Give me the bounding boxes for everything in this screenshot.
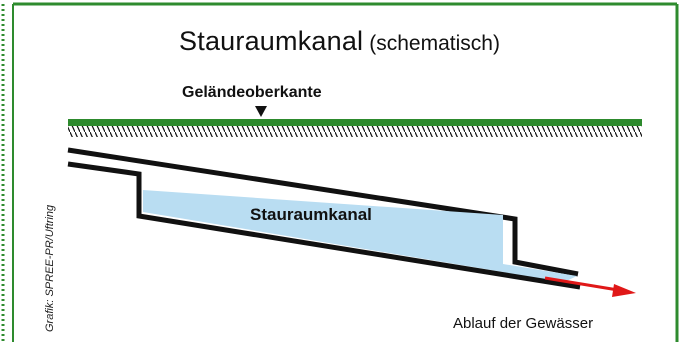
terrain-hatching — [68, 126, 642, 137]
diagram-title: Stauraumkanal(schematisch) — [0, 26, 679, 57]
terrain-surface-line — [68, 119, 642, 126]
title-subtitle: (schematisch) — [369, 32, 500, 55]
outflow-arrow-shaft — [544, 276, 619, 292]
title-main: Stauraumkanal — [179, 26, 364, 56]
arrow-right-icon — [612, 284, 636, 297]
channel-label: Stauraumkanal — [250, 205, 372, 224]
stored-water — [143, 190, 577, 284]
outflow-label: Ablauf der Gewässer — [453, 315, 594, 332]
down-triangle-icon — [255, 106, 267, 117]
terrain-label: Geländeoberkante — [182, 84, 322, 101]
channel-lower-wall — [67, 161, 581, 290]
pipe-upper-wall — [67, 147, 579, 277]
image-credit: Grafik: SPREE-PR/Uftring — [44, 204, 56, 332]
